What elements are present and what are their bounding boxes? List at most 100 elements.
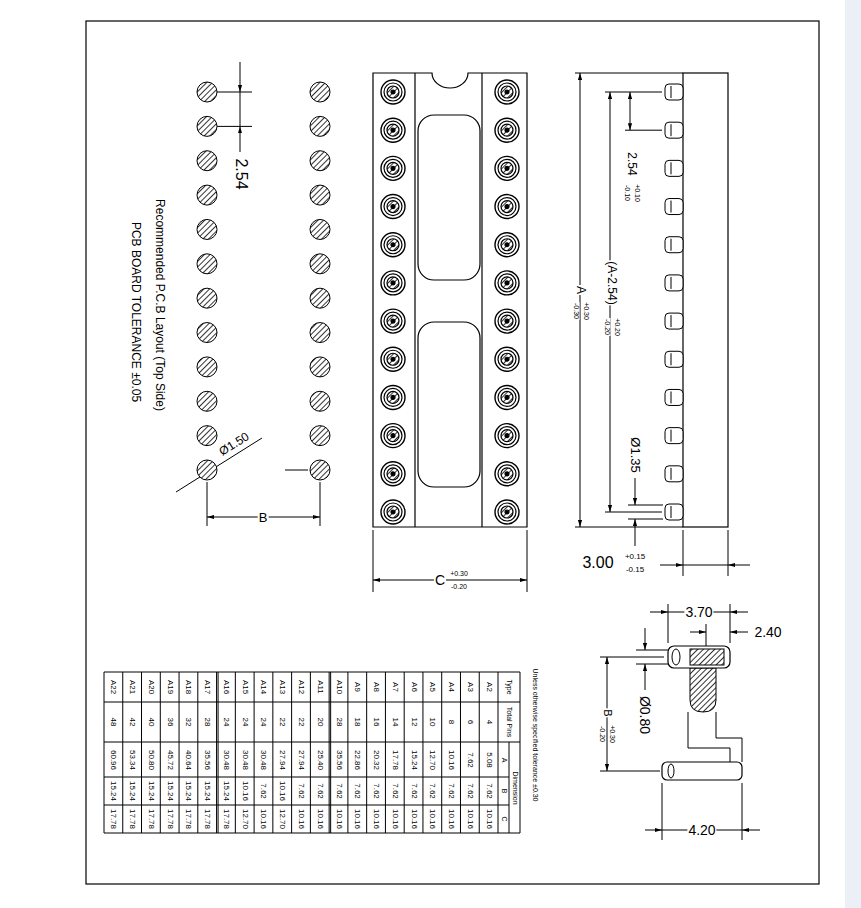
body-outline [688,712,730,762]
socket-pin-part [505,434,509,438]
body-outline [716,712,742,762]
table-cell: 35.56 [335,749,343,769]
table-cell: A9 [353,682,361,692]
socket-pin-part [505,243,509,247]
extension-line [575,73,683,74]
dimension-line [607,657,608,712]
side-pin-part [665,389,683,405]
table-rule [254,672,255,833]
dimension-label: 3.70 [684,605,713,619]
side-pin-part [665,428,683,444]
socket-pin-part [384,350,402,368]
socket-pin-part [387,430,399,442]
socket-pin-part [387,315,399,327]
table-cell: 15.24 [147,781,155,801]
socket-body [683,73,728,527]
table-cell: 7.62 [410,783,418,799]
dimension-line [607,712,608,771]
socket-pin-part [384,274,402,292]
socket-pin-part [498,198,516,216]
socket-pin-part [381,271,405,295]
table-rule [330,672,331,833]
socket-pin-part [495,118,519,142]
table-cell: 28 [335,718,343,727]
socket-pin-part [381,424,405,448]
socket-pin [381,424,405,448]
table-cell: 6 [466,720,474,724]
extension-line [636,650,668,651]
table-cell: 25.40 [316,749,324,769]
table-cell: 15.24 [128,781,136,801]
socket-section-view [600,604,760,840]
side-pin-part [671,124,672,136]
socket-pin-part [381,462,405,486]
socket-pin-part [501,277,513,289]
contact-sleeve [668,646,730,668]
socket-top-view [373,73,527,592]
socket-pin-part [384,198,402,216]
socket-pin-part [505,472,509,476]
table-cell: C [500,816,507,821]
socket-pin-part [495,424,519,448]
table-rule [441,672,442,833]
side-pin-part [665,351,683,367]
socket-pin [495,156,519,180]
socket-pin [381,233,405,257]
socket-pin-part [498,350,516,368]
dimension-label: -0.10 [624,184,631,202]
socket-pin [381,385,405,409]
dimension-line [690,632,706,633]
body-window [418,322,480,487]
socket-pin-part [495,80,519,104]
pcb-hole [310,460,330,480]
socket-pin [381,118,405,142]
dimension-label: +0.10 [634,183,641,203]
side-pin-part [671,506,672,518]
table-cell: 17.78 [203,809,211,829]
table-rule [509,742,510,833]
socket-pin-part [495,195,519,219]
socket-pin-part [391,243,395,247]
socket-pin [381,500,405,524]
socket-pin-part [387,353,399,365]
table-cell: 10.16 [278,781,286,801]
table-cell: 8 [447,720,455,724]
side-pin-part [671,315,672,327]
table-cell: 12.70 [428,749,436,769]
extension-line [600,657,664,658]
socket-pin-part [381,385,405,409]
table-cell: 22 [297,718,305,727]
table-cell: 20.32 [372,749,380,769]
socket-pin [381,347,405,371]
dimension-label: +0.30 [583,301,590,321]
table-rule [310,672,311,833]
socket-pin [495,424,519,448]
table-cell: 7.62 [466,752,474,768]
table-rule [329,672,330,833]
table-cell: 15.24 [203,781,211,801]
table-rule [141,672,142,833]
table-cell: 45.72 [166,749,174,769]
side-pin-part [671,277,672,289]
extension-line [662,783,663,840]
socket-pin-part [505,166,509,170]
socket-pin-part [384,388,402,406]
pcb-hole [197,323,217,343]
socket-pin-part [387,468,399,480]
table-cell: A8 [372,682,380,692]
table-rule [179,672,180,833]
socket-pin-part [495,156,519,180]
table-cell: A11 [316,680,324,694]
table-cell: 10.16 [259,809,267,829]
extension-line [215,92,252,93]
side-pin [665,199,683,215]
table-cell: 10.16 [447,749,455,769]
socket-pin-part [391,319,395,323]
dimension-label: -0.20 [599,725,606,743]
extension-line [625,130,662,131]
socket-pin-part [384,236,402,254]
side-pin-part [671,353,672,365]
socket-pin-part [501,506,513,518]
dimension-label: -0.20 [450,583,468,590]
table-cell: A21 [128,680,136,694]
